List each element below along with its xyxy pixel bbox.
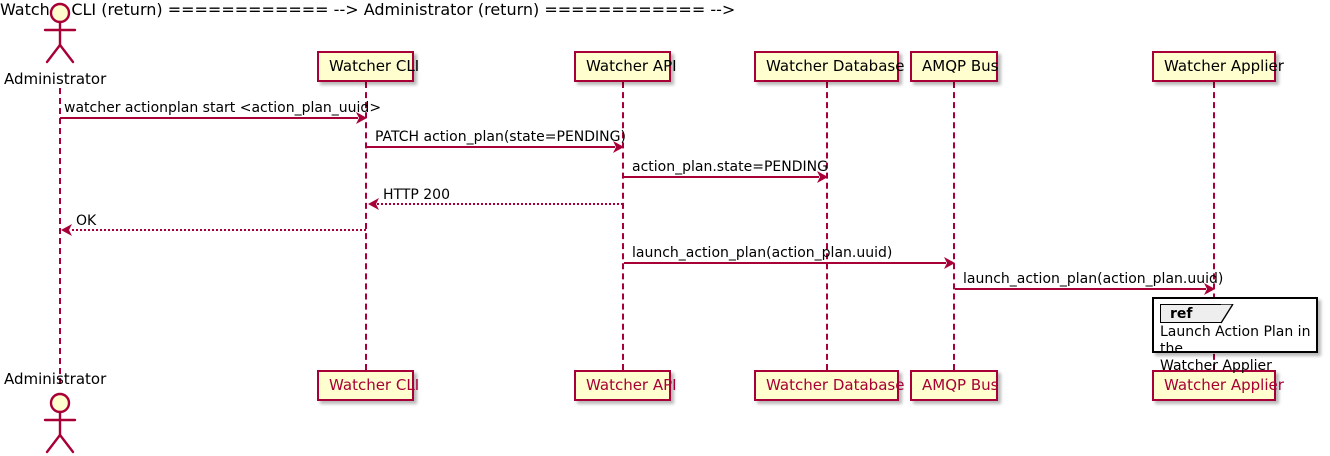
actor-label-administrator-bottom: Administrator (4, 370, 107, 388)
actor-administrator-top (38, 2, 84, 64)
participant-watcher-database-bottom[interactable]: Watcher Database (754, 370, 904, 401)
actor-label-administrator-top: Administrator (4, 70, 107, 88)
ref-fragment-text: Launch Action Plan in the Watcher Applie… (1160, 324, 1311, 374)
lifeline-watcher-database (826, 82, 828, 370)
actor-administrator-bottom (38, 392, 84, 454)
participant-amqp-bus-bottom[interactable]: AMQP Bus (910, 370, 998, 401)
message-label-m7: launch_action_plan(action_plan.uuid) (963, 271, 1224, 287)
lifeline-watcher-applier (1213, 82, 1215, 370)
message-line-m2 (367, 146, 615, 148)
message-line-m5 (67, 229, 366, 231)
message-line-m7 (955, 288, 1206, 290)
participant-watcher-api-bottom[interactable]: Watcher API (574, 370, 677, 401)
participant-watcher-applier-bottom[interactable]: Watcher Applier (1152, 370, 1284, 401)
participant-watcher-api-top[interactable]: Watcher API (574, 51, 677, 82)
message-line-m3 (624, 176, 819, 178)
participant-watcher-database-top[interactable]: Watcher Database (754, 51, 904, 82)
message-label-m6: launch_action_plan(action_plan.uuid) (632, 245, 893, 261)
participant-watcher-cli-bottom[interactable]: Watcher CLI (317, 370, 419, 401)
message-line-m1 (60, 117, 358, 119)
message-label-m3: action_plan.state=PENDING (632, 159, 828, 175)
ref-fragment-launch-action-plan: ref Launch Action Plan in the Watcher Ap… (1152, 297, 1318, 374)
participant-amqp-bus-top[interactable]: AMQP Bus (910, 51, 998, 82)
ref-fragment-keyword: ref (1160, 304, 1222, 323)
lifeline-amqp-bus (953, 82, 955, 370)
lifeline-administrator (59, 88, 61, 384)
message-label-m4: HTTP 200 (383, 187, 450, 203)
message-line-m6 (624, 262, 946, 264)
message-label-m5: OK (76, 213, 97, 229)
ref-fragment-tab-notch (1220, 303, 1234, 324)
message-label-m2: PATCH action_plan(state=PENDING) (375, 129, 626, 145)
participant-watcher-applier-top[interactable]: Watcher Applier (1152, 51, 1284, 82)
message-line-m4 (374, 203, 623, 205)
lifeline-watcher-cli (365, 82, 367, 370)
participant-watcher-cli-top[interactable]: Watcher CLI (317, 51, 419, 82)
lifeline-watcher-api (622, 82, 624, 370)
message-label-m1: watcher actionplan start <action_plan_uu… (64, 100, 382, 116)
